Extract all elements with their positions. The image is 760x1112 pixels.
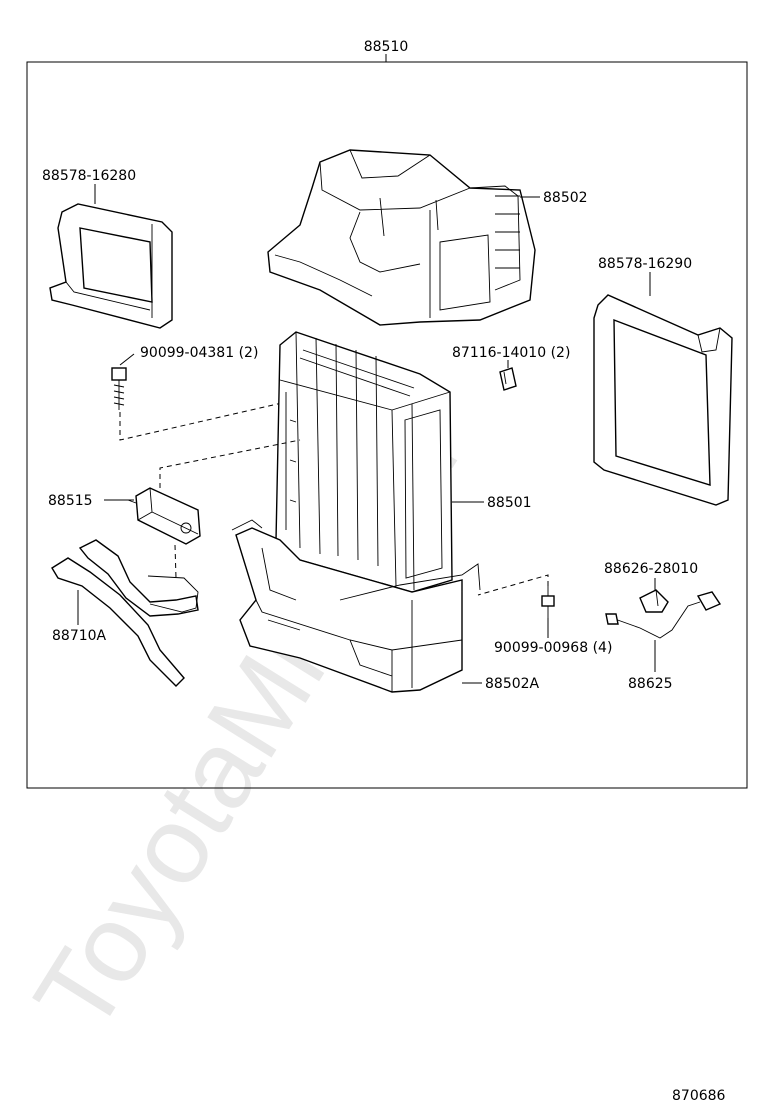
- thermistor-part: [605, 591, 722, 639]
- label-thermistor-holder: 88626-28010: [604, 561, 698, 577]
- label-assembly: 88510: [364, 39, 409, 55]
- thermistor-holder-part: [639, 589, 669, 613]
- label-thermistor: 88625: [628, 676, 673, 692]
- label-clip: 87116-14010 (2): [452, 345, 570, 361]
- left-packing-part: [49, 203, 173, 329]
- label-tube: 88710A: [52, 628, 107, 644]
- evaporator-part: [275, 331, 453, 593]
- label-left-packing: 88578-16280: [42, 168, 136, 184]
- label-screw: 90099-00968 (4): [494, 640, 612, 656]
- label-right-packing: 88578-16290: [598, 256, 692, 272]
- assembly-boundary-box: [26, 61, 748, 789]
- screw-part: [541, 586, 555, 618]
- screw-dashed-line: [477, 574, 549, 596]
- valve-tube-dashed-line: [174, 544, 177, 579]
- diagram-id: 870686: [672, 1088, 726, 1104]
- label-evaporator: 88501: [487, 495, 532, 511]
- leader-bolt: [119, 353, 135, 366]
- bolt-part: [111, 367, 127, 410]
- label-bolt: 90099-04381 (2): [140, 345, 258, 361]
- label-expansion-valve: 88515: [48, 493, 93, 509]
- expansion-valve-part: [127, 487, 201, 545]
- upper-case-part: [267, 149, 536, 326]
- lower-case-part: [231, 519, 481, 693]
- right-packing-part: [593, 294, 733, 506]
- bolt-dashed-line: [119, 399, 296, 441]
- tube-part: [51, 539, 199, 687]
- label-lower-case: 88502A: [485, 676, 540, 692]
- clip-part: [499, 367, 517, 391]
- valve-dashed-line: [159, 439, 301, 488]
- label-upper-case: 88502: [543, 190, 588, 206]
